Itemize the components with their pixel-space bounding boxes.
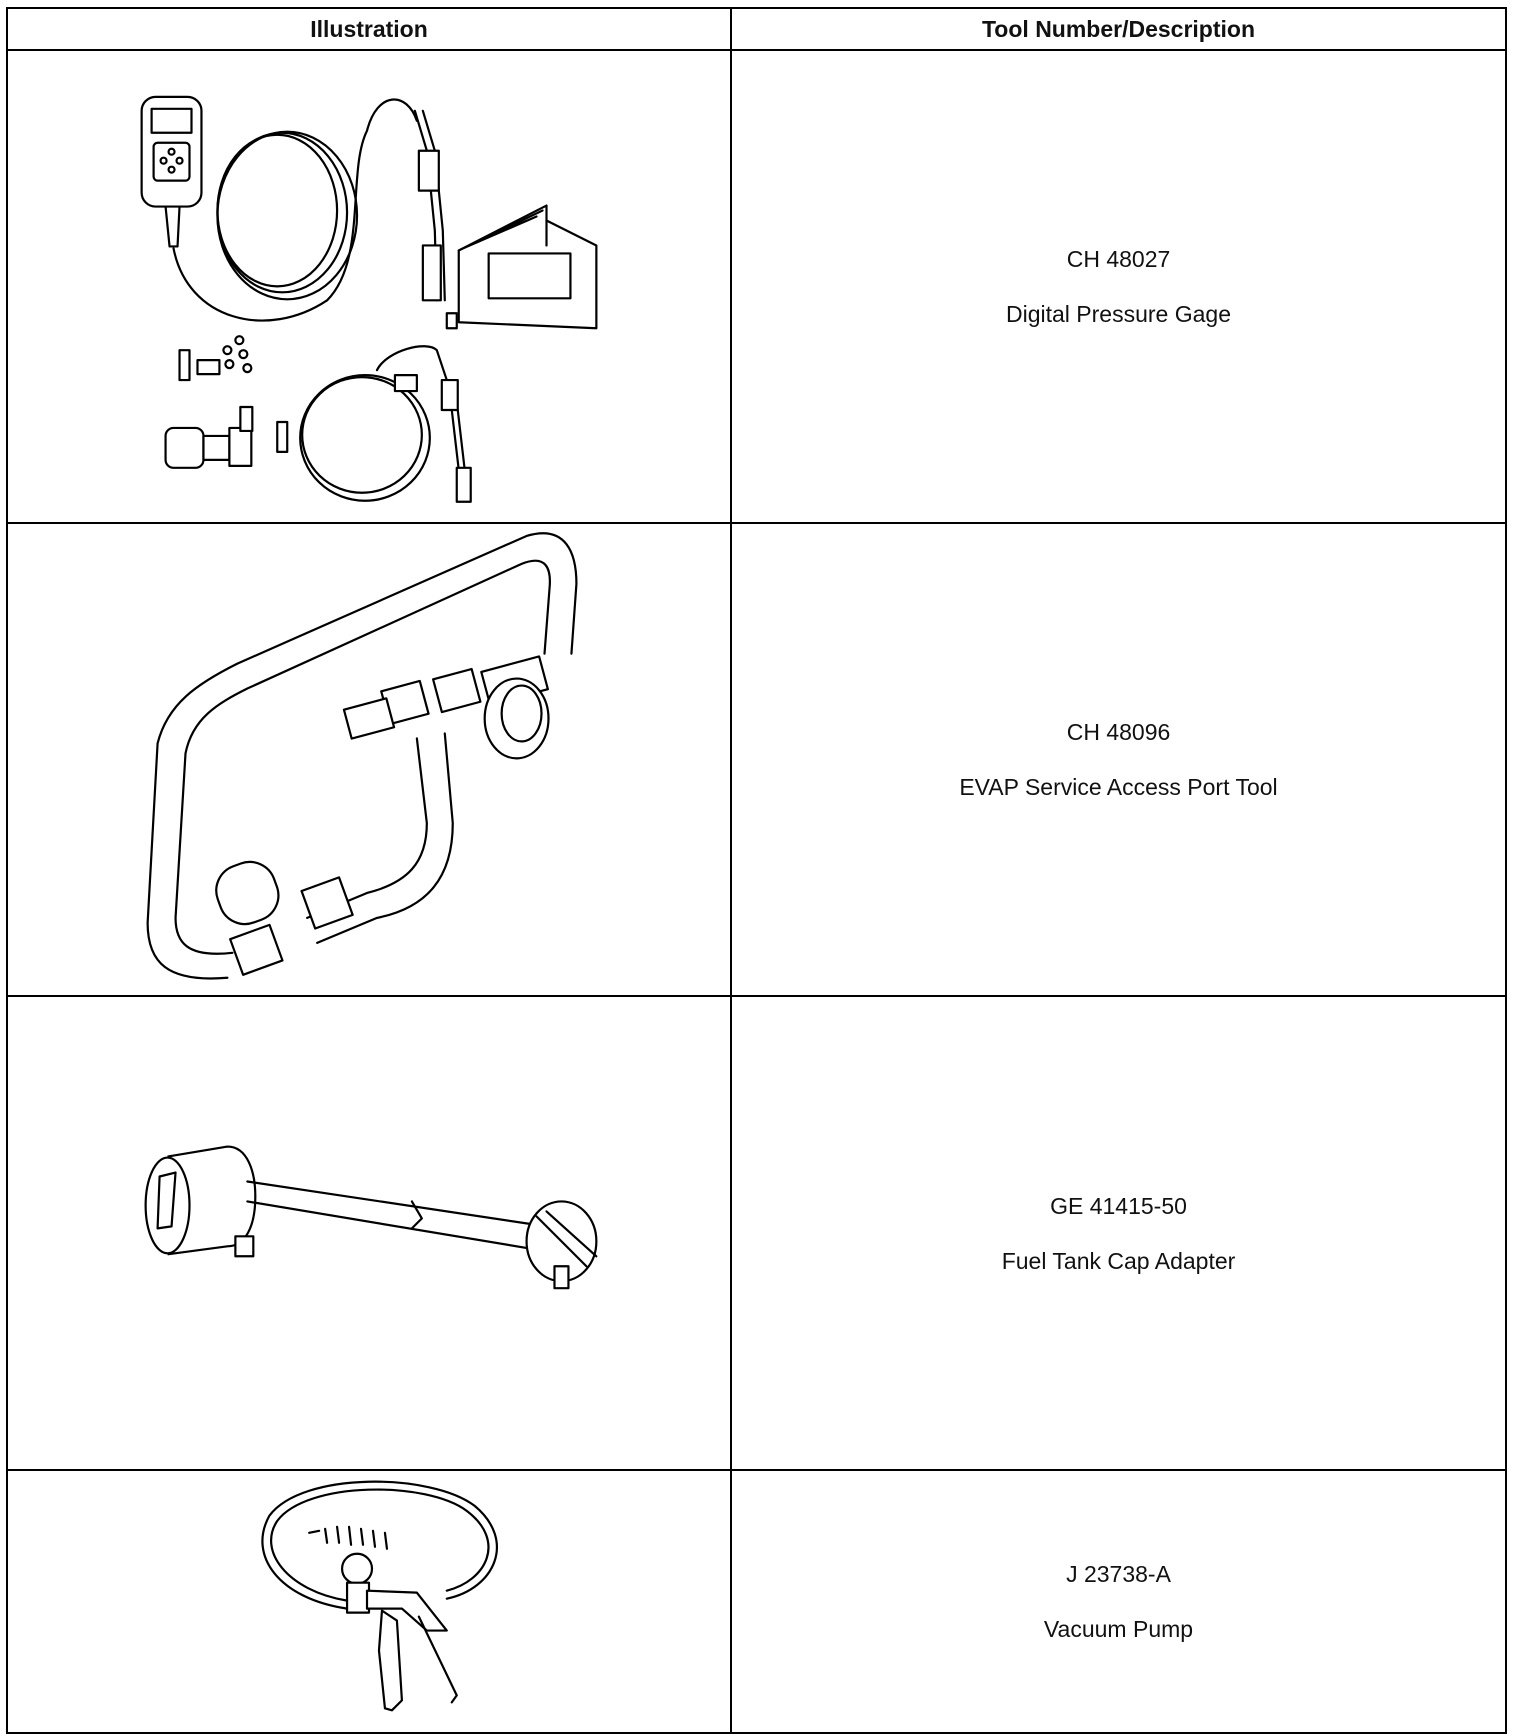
tool-description: Fuel Tank Cap Adapter — [1001, 1247, 1236, 1274]
table-row: CH 48096 EVAP Service Access Port Tool — [6, 521, 1507, 998]
digital-pressure-gage-kit-icon — [140, 95, 598, 503]
illustration-cell — [6, 1469, 732, 1735]
special-tools-table: Illustration Tool Number/Description — [6, 7, 1507, 1735]
illustration-cell — [6, 995, 732, 1472]
illustration-cell — [6, 521, 732, 998]
tool-description-cell: GE 41415-50 Fuel Tank Cap Adapter — [730, 995, 1507, 1472]
header-illustration: Illustration — [6, 7, 732, 51]
tool-number: J 23738-A — [1066, 1561, 1171, 1588]
tool-description-cell: CH 48027 Digital Pressure Gage — [730, 49, 1507, 524]
vacuum-pump-icon — [261, 1480, 498, 1712]
tool-description-cell: CH 48096 EVAP Service Access Port Tool — [730, 521, 1507, 998]
tool-number: GE 41415-50 — [1050, 1192, 1187, 1219]
table-row: GE 41415-50 Fuel Tank Cap Adapter — [6, 995, 1507, 1472]
fuel-tank-cap-adapter-icon — [144, 1145, 598, 1290]
table-row: J 23738-A Vacuum Pump — [6, 1469, 1507, 1735]
tool-description: EVAP Service Access Port Tool — [959, 774, 1278, 801]
illustration-cell — [6, 49, 732, 524]
header-tool-number-description: Tool Number/Description — [730, 7, 1507, 51]
tool-number: CH 48027 — [1066, 245, 1171, 272]
tool-description: Vacuum Pump — [1043, 1616, 1194, 1643]
tool-number: CH 48096 — [1066, 719, 1171, 746]
tool-description: Digital Pressure Gage — [1006, 300, 1231, 327]
table-row: CH 48027 Digital Pressure Gage — [6, 49, 1507, 524]
evap-service-access-port-tool-icon — [146, 531, 578, 980]
table-header-row: Illustration Tool Number/Description — [6, 7, 1507, 51]
tool-description-cell: J 23738-A Vacuum Pump — [730, 1469, 1507, 1735]
